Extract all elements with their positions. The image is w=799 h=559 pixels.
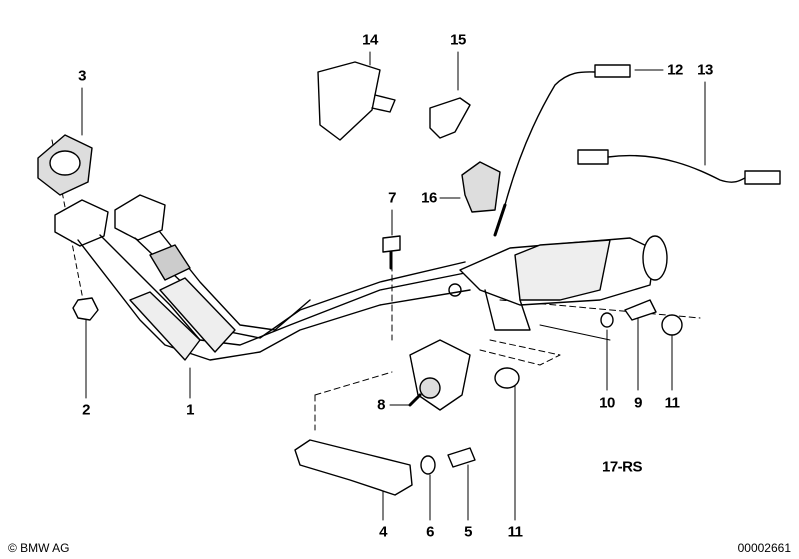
bracket-part-14 [317, 61, 396, 141]
callout-3[interactable]: 3 [78, 67, 86, 85]
sensor-cable-part-13 [577, 149, 781, 185]
callout-14[interactable]: 14 [362, 31, 378, 49]
callout-8[interactable]: 8 [377, 396, 385, 414]
callout-13[interactable]: 13 [697, 61, 713, 79]
callout-11-lower[interactable]: 11 [507, 523, 523, 541]
nut-part-11 [661, 314, 683, 336]
callout-4[interactable]: 4 [379, 523, 387, 541]
bolt-part-9 [624, 299, 657, 321]
callout-12[interactable]: 12 [667, 61, 683, 79]
oxygen-sensor-part-12 [493, 64, 631, 237]
front-pipe-part-1 [54, 194, 471, 361]
bracket-part-4 [294, 439, 413, 496]
washer-part-6 [420, 455, 436, 475]
clip-part-15 [429, 97, 471, 139]
image-number: 00002661 [737, 541, 791, 555]
callout-5[interactable]: 5 [464, 523, 472, 541]
bolt-part-5 [447, 447, 476, 468]
nut-part-2 [72, 297, 99, 321]
rubber-part-11-lower [494, 367, 520, 389]
gasket-part-3 [37, 134, 93, 196]
catalytic-converter [448, 235, 668, 331]
callout-16[interactable]: 16 [421, 189, 437, 207]
callout-15[interactable]: 15 [450, 31, 466, 49]
callout-1[interactable]: 1 [186, 401, 194, 419]
group-label: 17-RS [601, 458, 643, 476]
clip-part-16 [461, 161, 501, 213]
callout-10[interactable]: 10 [599, 394, 615, 412]
callout-7[interactable]: 7 [388, 189, 396, 207]
bolt-part-7 [382, 235, 401, 270]
callout-2[interactable]: 2 [82, 401, 90, 419]
callout-9[interactable]: 9 [634, 394, 642, 412]
washer-part-10 [600, 312, 614, 328]
callout-11[interactable]: 11 [664, 394, 680, 412]
mount-part-8 [408, 339, 471, 411]
callout-6[interactable]: 6 [426, 523, 434, 541]
copyright-text: © BMW AG [8, 541, 70, 555]
